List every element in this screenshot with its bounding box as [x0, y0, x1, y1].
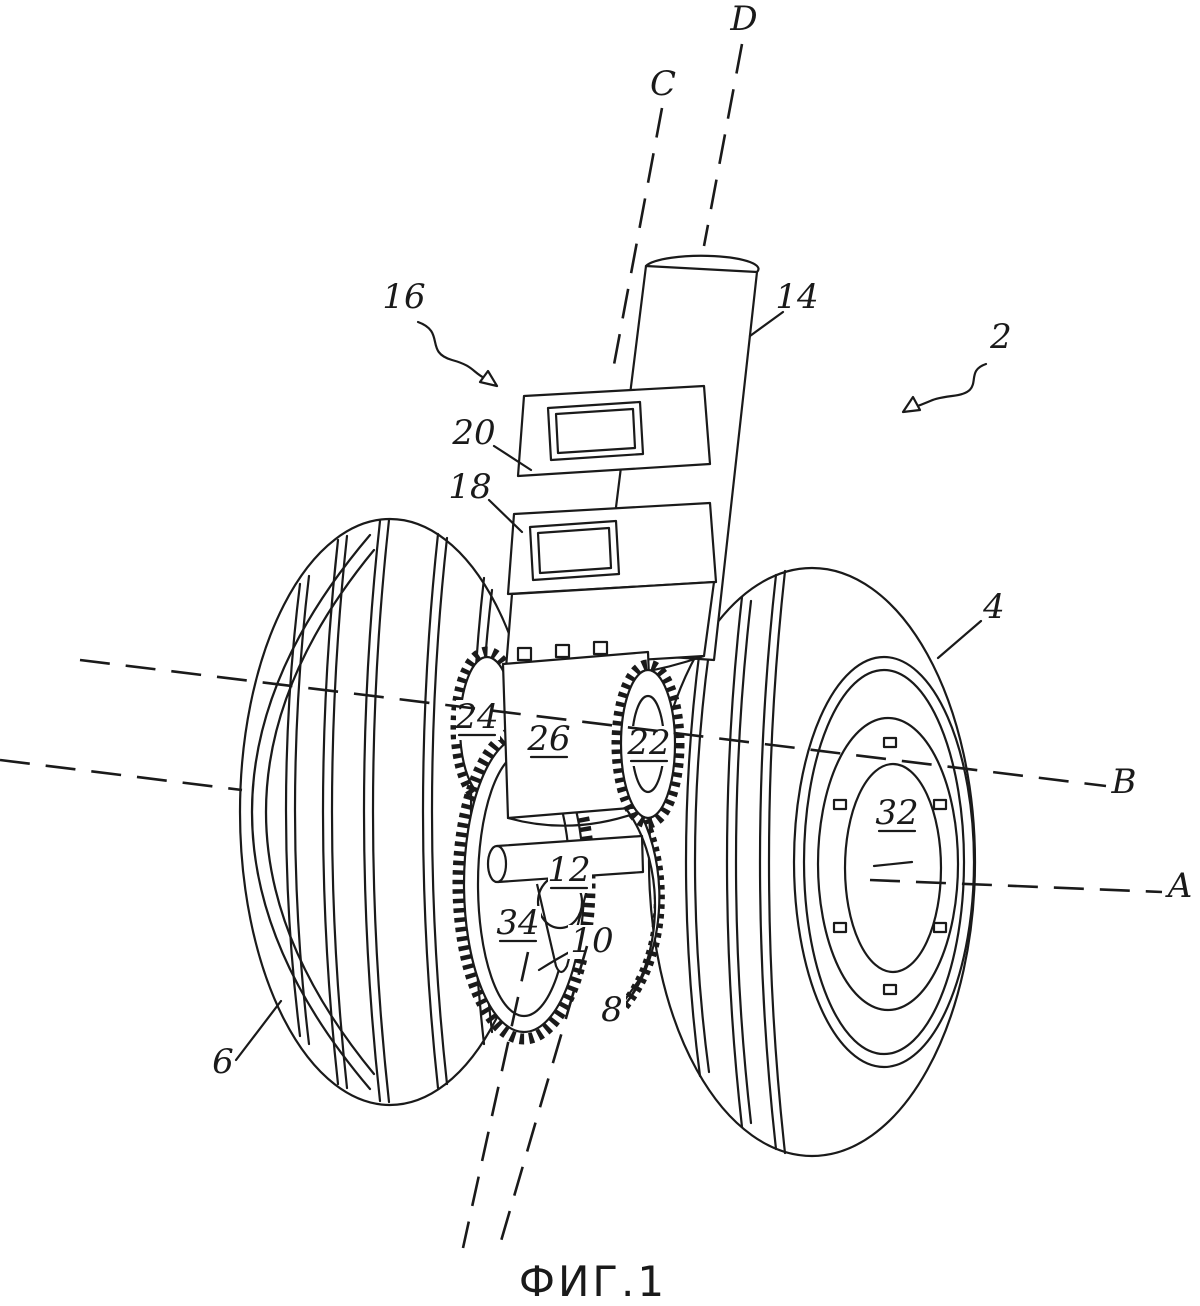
- strut-top-cap: [644, 254, 760, 274]
- label-backing: [548, 853, 592, 893]
- label-ref-18: 18: [448, 467, 491, 507]
- label-underlines: [457, 733, 917, 943]
- leader-lines: [234, 310, 983, 1062]
- label-ref-2: 2: [989, 317, 1012, 357]
- label-ref-32: 32: [875, 793, 918, 833]
- label-ref-8: 8: [601, 990, 623, 1030]
- arrow-16-head: [478, 369, 499, 388]
- right-wheel-tread-grooves: [684, 569, 787, 1155]
- arrow-16-squiggle: [416, 320, 488, 381]
- label-ref-24: 24: [454, 697, 498, 737]
- right-wheel-rim-line: [802, 668, 966, 1056]
- left-wheel-sidewall-arcs: [250, 533, 376, 1091]
- label-ref-4: 4: [982, 587, 1005, 627]
- label-backing: [876, 796, 920, 836]
- label-ref-34: 34: [496, 903, 539, 943]
- label-ref-14: 14: [775, 277, 818, 317]
- housing-lug: [516, 646, 533, 662]
- hub-bolts: [832, 736, 948, 996]
- axle-end-cap: [486, 844, 508, 884]
- label-backing: [628, 726, 672, 766]
- housing-lug: [592, 640, 609, 656]
- axis-label-b: B: [1111, 762, 1137, 802]
- hub-center-mark: [872, 860, 914, 868]
- gear-22-teeth: [611, 659, 685, 829]
- axis-a-line: [0, 758, 1163, 894]
- axis-label-a: A: [1165, 866, 1193, 906]
- gear-housing: [501, 640, 656, 827]
- label-ref-6: 6: [212, 1042, 234, 1082]
- axis-label-c: C: [650, 64, 676, 104]
- label-backing: [528, 722, 572, 762]
- label-ref-10: 10: [570, 921, 613, 961]
- label-ref-12: 12: [547, 850, 590, 890]
- housing-lug: [554, 643, 571, 659]
- label-ref-16: 16: [382, 277, 425, 317]
- axis-b-line: [79, 658, 1107, 788]
- label-backing: [568, 925, 616, 959]
- axis-lines: [0, 43, 1163, 1249]
- wheel-hub-outer: [816, 716, 960, 1012]
- lower-collar-window: [528, 519, 621, 582]
- axis-c-line: [461, 107, 664, 1249]
- arrow-2-squiggle: [912, 362, 988, 409]
- label-ref-26: 26: [526, 719, 570, 759]
- strut-collars: [504, 384, 718, 679]
- label-ref-20: 20: [451, 413, 495, 453]
- upper-collar-window-inner: [554, 407, 637, 455]
- figure-caption: ФИГ.1: [519, 1257, 667, 1306]
- axis-d-line: [497, 43, 744, 1249]
- lower-collar-window-inner: [536, 526, 613, 575]
- axis-label-d: D: [729, 0, 757, 39]
- arrow-2-head: [901, 395, 922, 414]
- upper-collar-window: [546, 400, 645, 462]
- label-backing: [598, 994, 626, 1028]
- right-wheel: [647, 566, 977, 1158]
- wheel-hub-inner: [843, 762, 943, 974]
- label-backing: [497, 906, 541, 946]
